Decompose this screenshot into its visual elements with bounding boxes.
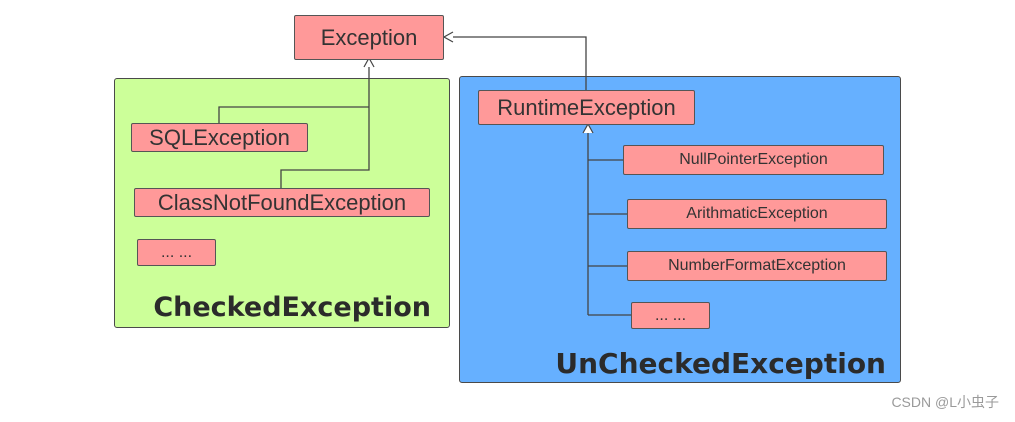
classnotfoundexception-node: ClassNotFoundException — [134, 188, 430, 217]
classnotfound-to-exception-connector — [280, 56, 375, 188]
unchecked-exception-title: UnCheckedException — [555, 347, 886, 380]
nullpointerexception-node: NullPointerException — [623, 145, 884, 175]
runtimeexception-node: RuntimeException — [478, 90, 695, 125]
sqlexception-node: SQLException — [131, 123, 308, 152]
more-checked-node: ... ... — [137, 239, 216, 266]
unchecked-exception-group: UnCheckedException — [459, 76, 901, 383]
sql-to-exception-connector — [218, 106, 369, 123]
exception-node: Exception — [294, 15, 444, 60]
numberformatexception-node: NumberFormatException — [627, 251, 887, 281]
more-unchecked-node: ... ... — [631, 302, 710, 329]
checked-exception-title: CheckedException — [153, 292, 431, 323]
arithmaticexception-node: ArithmaticException — [627, 199, 887, 229]
watermark: CSDN @L小虫子 — [891, 394, 999, 410]
runtime-to-exception-connector — [442, 31, 587, 90]
